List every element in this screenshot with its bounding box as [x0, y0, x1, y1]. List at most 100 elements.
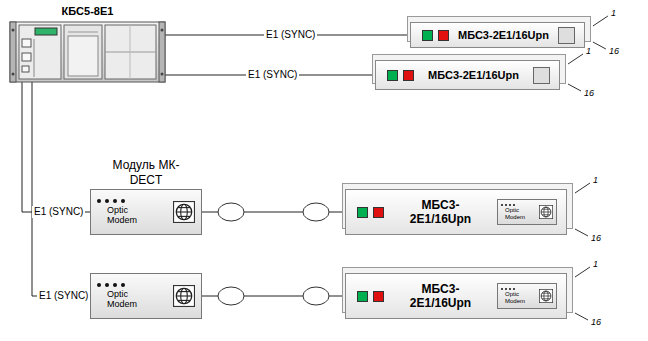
leader-line — [568, 84, 581, 91]
status-dot — [105, 283, 109, 287]
icon-stroke — [541, 212, 551, 213]
inset-slot: Optic Modem — [497, 283, 557, 309]
fiber-loop — [303, 287, 329, 305]
fiber-loop — [218, 287, 244, 305]
icon-frame — [539, 205, 552, 218]
callout-number: 16 — [584, 88, 594, 98]
leader-line — [568, 54, 583, 64]
optic-modem-inset: Optic Modem — [497, 199, 557, 225]
status-dot — [505, 288, 507, 290]
callout-number: 1 — [611, 8, 616, 18]
optic-modem-inset: Optic Modem — [497, 283, 557, 309]
callout-number: 16 — [609, 46, 619, 56]
heading-row: Модуль МК-DECT — [61, 158, 231, 188]
line-label: E1 (SYNC) — [246, 69, 299, 81]
status-dot — [501, 204, 503, 206]
status-dots — [97, 199, 125, 203]
optic-modem: Модуль МК-DECTOptic Modem — [90, 189, 202, 235]
status-dot — [509, 288, 511, 290]
icon-stroke — [176, 295, 191, 296]
red-led — [438, 30, 449, 41]
red-led — [403, 70, 414, 81]
leader-line — [575, 313, 588, 320]
signal-line — [32, 82, 90, 296]
icon-stroke — [176, 288, 191, 303]
fiber-loop — [303, 203, 329, 221]
status-dot — [505, 204, 507, 206]
icon-stroke — [178, 207, 190, 208]
leader-line — [593, 42, 606, 49]
leader-line — [593, 16, 608, 26]
subscriber-unit: МБС3- 2E1/16Upn Optic Modem — [345, 189, 567, 235]
inset-slot: Optic Modem — [497, 199, 557, 225]
green-led — [387, 70, 398, 81]
globe-icon — [173, 285, 195, 307]
green-led — [357, 207, 368, 218]
line-label: E1 (SYNC) — [37, 290, 90, 302]
fiber-loop — [218, 203, 244, 221]
line-label: E1 (SYNC) — [264, 29, 317, 41]
unit-name: МБС3-2E1/16Upn — [458, 29, 549, 41]
red-led — [373, 291, 384, 302]
rack-illustration — [10, 22, 165, 82]
callout-number: 1 — [586, 46, 591, 56]
icon-frame — [174, 202, 195, 223]
unit-name: МБС3-2E1/16Upn — [423, 69, 524, 81]
icon-stroke — [178, 291, 190, 292]
callout-number: 1 — [593, 175, 598, 185]
callout-number: 1 — [593, 259, 598, 269]
leader-line — [575, 183, 590, 193]
globe-icon — [173, 201, 195, 223]
status-dots — [501, 204, 515, 206]
icon-stroke — [542, 209, 550, 210]
green-led — [422, 30, 433, 41]
icon-frame — [539, 289, 552, 302]
red-led — [373, 207, 384, 218]
status-dots — [501, 288, 515, 290]
modem-label: Optic Modem — [107, 289, 145, 309]
globe-icon — [539, 289, 553, 303]
status-dot — [105, 199, 109, 203]
status-dot — [513, 288, 515, 290]
modem-face: Optic Modem — [501, 288, 531, 305]
icon-stroke — [541, 296, 551, 297]
module-title: Модуль МК-DECT — [106, 158, 186, 188]
icon-stroke — [541, 207, 551, 217]
status-dot — [97, 283, 101, 287]
icon-stroke — [176, 204, 191, 219]
leader-line — [575, 267, 590, 277]
icon-stroke — [176, 211, 191, 212]
heading-row: КБС5-8E1 — [0, 1, 195, 19]
green-led — [357, 291, 368, 302]
globe-icon — [539, 205, 553, 219]
icon-stroke — [178, 300, 190, 301]
subscriber-unit: МБС3-2E1/16Upn — [410, 22, 585, 48]
callout-number: 16 — [591, 317, 601, 327]
unit-name: МБС3- 2E1/16Upn — [393, 198, 488, 226]
subscriber-unit: МБС3-2E1/16Upn — [375, 60, 560, 90]
status-dots — [97, 283, 125, 287]
status-dot — [121, 199, 125, 203]
modem-face: Optic Modem — [97, 199, 145, 225]
icon-stroke — [178, 216, 190, 217]
status-dot — [501, 288, 503, 290]
icon-stroke — [542, 298, 550, 299]
port-square — [558, 27, 575, 44]
status-dot — [97, 199, 101, 203]
line-label: E1 (SYNC) — [32, 206, 85, 218]
icon-stroke — [542, 293, 550, 294]
icon-stroke — [541, 291, 551, 301]
modem-face: Optic Modem — [501, 204, 531, 221]
port-square — [533, 67, 550, 84]
status-dot — [113, 199, 117, 203]
optic-modem: Optic Modem — [90, 273, 202, 319]
unit-name: МБС3- 2E1/16Upn — [393, 282, 488, 310]
icon-stroke — [542, 214, 550, 215]
modem-face: Optic Modem — [97, 283, 145, 309]
device-title: КБС5-8E1 — [62, 5, 114, 17]
callout-number: 16 — [591, 233, 601, 243]
modem-label: Optic Modem — [505, 291, 531, 305]
modem-label: Optic Modem — [505, 207, 531, 221]
status-dot — [509, 204, 511, 206]
